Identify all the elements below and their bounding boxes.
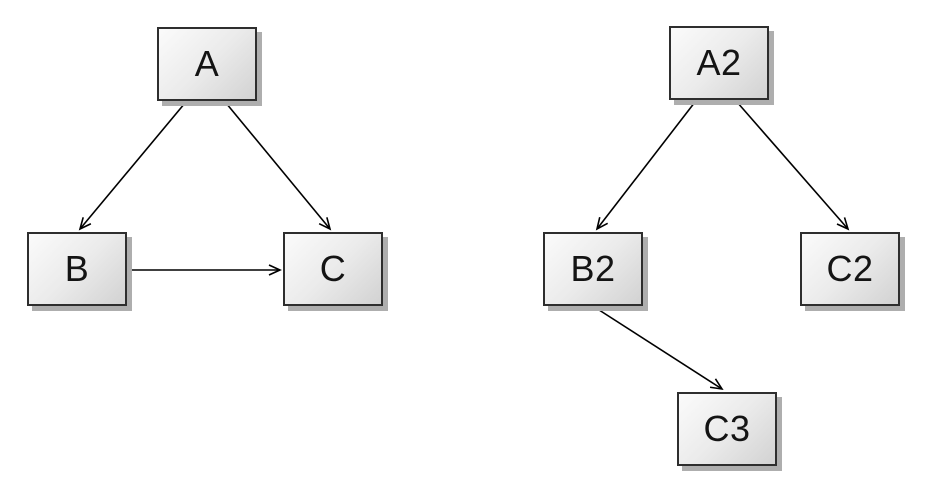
edge-A-C	[225, 102, 332, 231]
node-B2: B2	[543, 232, 643, 306]
edge-B2-C3	[595, 307, 724, 391]
node-C2: C2	[800, 232, 900, 306]
edge-A2-C2	[736, 101, 850, 231]
node-A-label: A	[194, 43, 220, 84]
node-C3: C3	[677, 392, 777, 466]
node-A: A	[157, 27, 257, 101]
node-B: B	[27, 232, 127, 306]
edge-A-B	[78, 102, 186, 231]
node-C: C	[283, 232, 383, 306]
node-A2-label: A2	[696, 42, 742, 83]
node-C-label: C	[319, 248, 347, 289]
node-B-label: B	[64, 248, 90, 289]
edge-A2-B2	[595, 101, 696, 231]
node-C2-label: C2	[826, 248, 874, 289]
node-C3-label: C3	[703, 408, 751, 449]
node-A2: A2	[669, 26, 769, 100]
node-B2-label: B2	[570, 248, 616, 289]
